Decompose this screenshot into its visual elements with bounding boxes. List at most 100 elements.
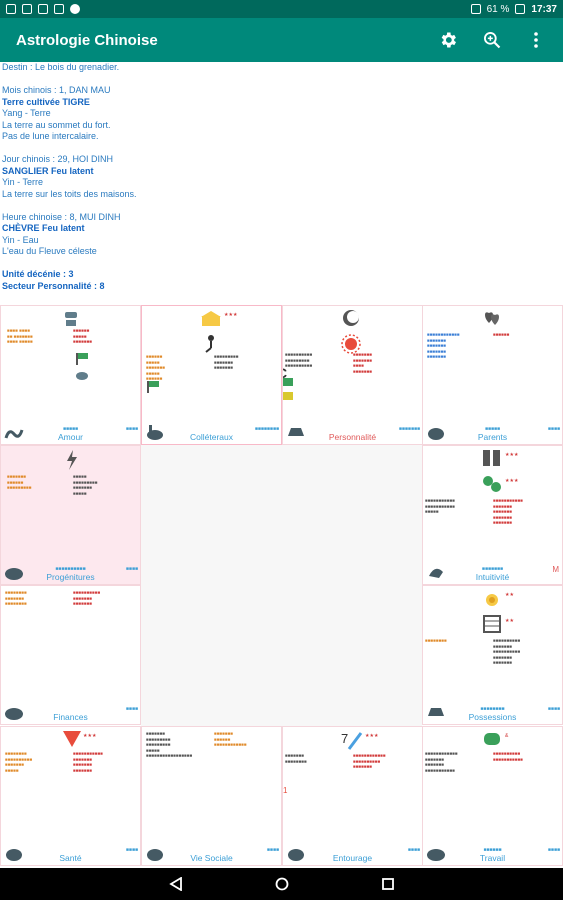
sector-possessions[interactable]: ★★ ★★ ■■■■■■■■ ■■■■■■■■■■■■■■■■■■■■■■■■■… [422,585,563,725]
person-icon [205,335,214,353]
heure-title: Heure chinoise : 8, MUI DINH [2,211,121,222]
recents-icon [381,878,394,890]
sector-label: Santé [59,853,82,863]
destin-text: Destin : Le bois du grenadier. [2,62,120,72]
battery-percent: 61 % [486,3,510,15]
back-button[interactable] [168,876,184,892]
sector-progenitures[interactable]: ■■■■■■■■■■■■■■■■■■■■■■ ■■■■■■■■■■■■■■■■■… [0,445,141,585]
coil-icon [483,615,501,633]
vibrate-icon [470,4,481,14]
sector-label: Finances [53,712,88,722]
zoom-button[interactable] [481,29,503,51]
bulb-icon [38,4,48,14]
sector-vie-sociale[interactable]: ■■■■■■■■■■■■■■■■■■■■■■■■■■■■■■■■■■■■■■■■… [141,726,282,866]
recents-button[interactable] [380,876,396,892]
mois-line: Yang - Terre [2,108,51,118]
sector-label: Parents [477,432,508,442]
sword-icon: 7 [341,731,363,750]
sector-colleteraux[interactable]: ★★★ ■■■■■■■■■■■■■■■■■■■■■■■■■■■■■ ■■■■■■… [141,305,282,445]
sector-label: Amour [57,432,84,442]
helmet-icon [484,733,500,745]
n-symbol-icon: N1 [283,786,288,795]
secteur-personnalite: Secteur Personnalité : 8 [2,280,105,291]
jour-title: Jour chinois : 29, HOI DINH [2,154,114,164]
sector-label: Possessions [468,712,517,722]
notification-icon [6,4,16,14]
clock: 17:37 [531,3,557,15]
sector-label: Colléteraux [190,432,233,442]
hearts-icon [485,312,499,325]
mois-bold: Terre cultivée TIGRE [2,96,90,107]
dog-icon [285,422,307,442]
sector-label: Intuitivité [475,572,510,582]
rat-icon [3,843,25,863]
sector-travail[interactable]: & ■■■■■■■■■■■■■■■■■■■■■■■■■■■■■■■■■■■■■ … [422,726,563,866]
flower-icon [486,594,498,606]
more-vert-icon [534,32,538,48]
jour-bold: SANGLIER Feu latent [2,165,94,176]
mois-line: La terre au sommet du fort. [2,119,111,130]
tiger-icon [3,562,25,582]
sector-label: Personnalité [328,432,377,442]
sector-label: Travail [479,853,506,863]
n-icon [54,4,64,14]
home-icon [275,877,288,891]
dog-icon [425,702,447,722]
status-bar: 61 % 17:37 [0,0,563,18]
gears-icon [483,476,501,492]
astrology-chart: ■■■■ ■■■■■■ ■■■■■■■■■■■ ■■■■■ ■■■■■■■■■■… [0,305,563,868]
sector-label: Vie Sociale [190,853,233,863]
notification-icon [22,4,32,14]
sector-intuitivite[interactable]: ★★★ ★★★ ■■■■■■■■■■■■■■■■■■■■■■■■■■■ ■■■■… [422,445,563,585]
sector-entourage[interactable]: 7 ★★★ ■■■■■■■■■■■■■■■ ■■■■■■■■■■■■■■■■■■… [282,726,423,866]
notification-icons [6,4,80,14]
sector-finances[interactable]: ■■■■■■■■■■■■■■■■■■■■■■■ ■■■■■■■■■■■■■■■■… [0,585,141,725]
mois-title: Mois chinois : 1, DAN MAU [2,85,111,95]
ox-icon [3,702,25,722]
rabbit-icon [144,422,166,442]
unite-decenie: Unité décénie : 3 [2,269,74,279]
cloud-icon [76,372,88,380]
battery-icon [515,4,526,14]
sector-sante[interactable]: ★★★ ■■■■■■■■■■■■■■■■■■■■■■■■■■■■■■ ■■■■■… [0,726,141,866]
sector-personnalite[interactable]: C ■■■■■■■■■■■■■■■■■■■■■■■■■■■■■ ■■■■■■■■… [282,305,423,445]
heure-bold: CHÈVRE Feu latent [2,223,85,233]
sector-parents[interactable]: ■■■■■■■■■■■■■■■■■■■■■■■■■■■■■■■■■■■■■■■■… [422,305,563,445]
flag-icon: C [283,365,293,400]
pig-icon [425,843,447,863]
sun-icon [341,334,361,354]
rooster-icon [425,562,447,582]
sector-amour[interactable]: ■■■■ ■■■■■■ ■■■■■■■■■■■ ■■■■■ ■■■■■■■■■■… [0,305,141,445]
settings-button[interactable] [437,29,459,51]
gear-icon [441,32,456,48]
heure-line: L'eau du Fleuve céleste [2,246,97,256]
app-title: Astrologie Chinoise [16,31,158,49]
shield-icon [63,731,81,747]
moon-icon [343,310,359,326]
sector-label: Progénitures [46,572,95,582]
heure-line: Yin - Eau [2,234,39,245]
home-button[interactable] [274,876,290,892]
mois-line: Pas de lune intercalaire. [2,131,99,141]
overflow-menu-button[interactable] [525,29,547,51]
sector-label: Entourage [332,853,373,863]
app-bar: Astrologie Chinoise [0,18,563,62]
temple-icon [201,311,221,326]
doors-icon [483,450,500,466]
svg-text:1: 1 [283,786,288,795]
snake-icon [3,422,25,442]
navigation-bar [0,868,563,900]
cat-icon [144,843,166,863]
rat-icon [285,843,307,863]
svg-text:7: 7 [341,731,348,746]
horoscope-info: Destin : Le bois du grenadier. Mois chin… [0,62,563,306]
jour-line: La terre sur les toits des maisons. [2,188,137,199]
chart-center [141,445,422,726]
zoom-in-icon [484,32,501,49]
circle-icon [70,4,80,14]
star-symbol-icon [65,312,77,326]
jour-line: Yin - Terre [2,177,44,187]
flag-icon [76,353,88,365]
flag-icon [147,381,159,393]
back-icon [168,877,182,891]
